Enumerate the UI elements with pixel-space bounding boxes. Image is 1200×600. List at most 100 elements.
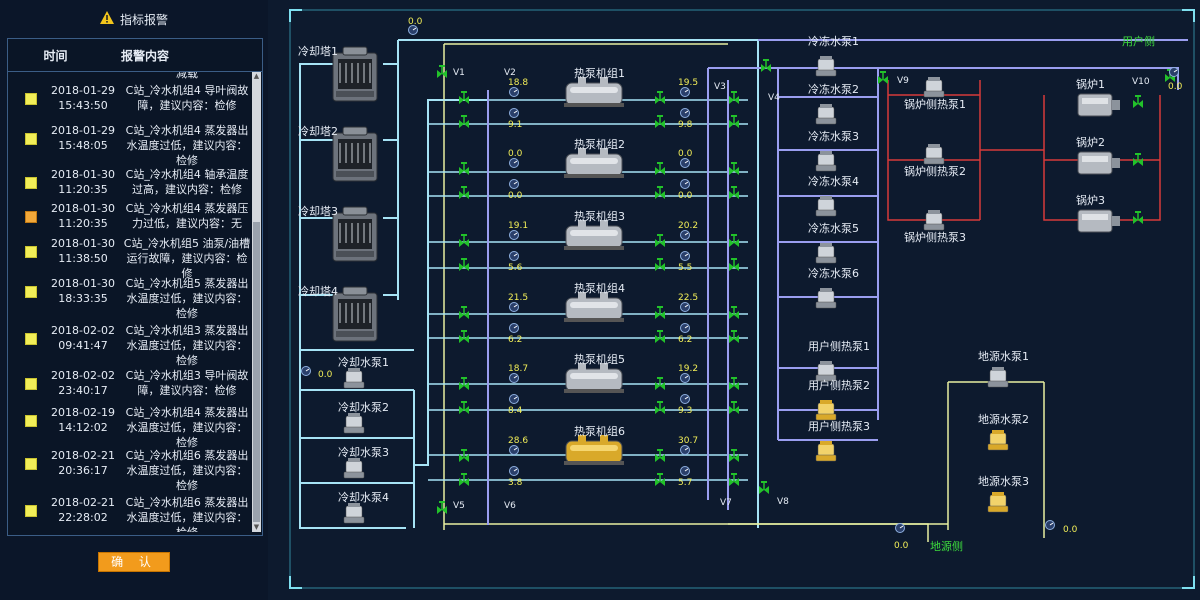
ground-pump-icon[interactable] xyxy=(987,367,1009,388)
outlet-temperature-bottom: 5.7 xyxy=(678,478,693,488)
valve-icon[interactable] xyxy=(729,306,739,319)
valve-icon[interactable] xyxy=(655,91,665,104)
boiler-icon[interactable] xyxy=(1077,151,1120,175)
chilled-pump-icon[interactable] xyxy=(815,56,837,77)
valve-icon[interactable] xyxy=(655,401,665,414)
boiler-pump-icon[interactable] xyxy=(923,144,945,165)
valve-icon[interactable] xyxy=(655,473,665,486)
valve-icon[interactable] xyxy=(729,377,739,390)
ground-pump-icon[interactable] xyxy=(987,492,1009,513)
user-heat-pump-icon[interactable] xyxy=(815,441,837,462)
valve-icon[interactable] xyxy=(655,258,665,271)
heat-pump-unit[interactable] xyxy=(564,435,624,465)
valve-icon[interactable] xyxy=(655,377,665,390)
valve-icon[interactable] xyxy=(729,258,739,271)
boiler-icon[interactable] xyxy=(1077,209,1120,233)
valve-icon[interactable] xyxy=(459,91,469,104)
boiler-pump-icon[interactable] xyxy=(923,210,945,231)
valve-icon[interactable] xyxy=(655,306,665,319)
valve-icon[interactable] xyxy=(459,115,469,128)
valve-icon[interactable] xyxy=(729,401,739,414)
chilled-pump-icon[interactable] xyxy=(815,104,837,125)
scroll-up-icon[interactable]: ▲ xyxy=(253,72,260,80)
heat-pump-unit[interactable] xyxy=(564,148,624,178)
valve-icon[interactable] xyxy=(759,481,769,494)
valve-icon[interactable] xyxy=(729,330,739,343)
valve-icon[interactable] xyxy=(729,162,739,175)
heat-pump-unit[interactable] xyxy=(564,77,624,107)
ground-pump-icon[interactable] xyxy=(987,430,1009,451)
valve-icon[interactable] xyxy=(459,449,469,462)
valve-icon[interactable] xyxy=(459,186,469,199)
valve-icon[interactable] xyxy=(459,234,469,247)
alarm-content-line: C站_冷水机组3 导叶阀故 xyxy=(125,369,249,382)
cooling-tower[interactable] xyxy=(332,206,378,262)
user-heat-pump-icon[interactable] xyxy=(815,361,837,382)
valve-icon[interactable] xyxy=(878,71,888,84)
cooling-tower[interactable] xyxy=(332,126,378,182)
cooling-tower[interactable] xyxy=(332,286,378,342)
user-heat-pump-icon[interactable] xyxy=(815,400,837,421)
boiler-icon[interactable] xyxy=(1077,93,1120,117)
chilled-pump-icon[interactable] xyxy=(815,288,837,309)
valve-icon[interactable] xyxy=(655,162,665,175)
cooling-pump-icon[interactable] xyxy=(343,413,365,434)
valve-label: V9 xyxy=(897,76,909,86)
chilled-pump-icon[interactable] xyxy=(815,243,837,264)
top-reading: 0.0 xyxy=(408,17,423,27)
valve-icon[interactable] xyxy=(459,162,469,175)
valve-icon[interactable] xyxy=(1133,211,1143,224)
cooling-pump-icon[interactable] xyxy=(343,368,365,389)
valve-icon[interactable] xyxy=(729,473,739,486)
valve-icon[interactable] xyxy=(655,330,665,343)
valve-icon[interactable] xyxy=(761,59,771,72)
valve-icon[interactable] xyxy=(655,449,665,462)
heat-pump-unit[interactable] xyxy=(564,363,624,393)
confirm-button[interactable]: 确 认 xyxy=(98,552,170,572)
valve-icon[interactable] xyxy=(655,234,665,247)
valve-icon[interactable] xyxy=(459,258,469,271)
valve-icon[interactable] xyxy=(729,186,739,199)
chilled-pump-icon[interactable] xyxy=(815,151,837,172)
valve-icon[interactable] xyxy=(459,377,469,390)
scrollbar-thumb[interactable] xyxy=(253,222,260,522)
valve-icon[interactable] xyxy=(437,501,447,514)
alarm-level-indicator xyxy=(25,333,37,345)
scroll-down-icon[interactable]: ▼ xyxy=(253,523,260,531)
valve-icon[interactable] xyxy=(729,115,739,128)
alarm-content-line: 检修 xyxy=(176,154,198,167)
valve-icon[interactable] xyxy=(459,473,469,486)
cooling-tower[interactable] xyxy=(332,46,378,102)
valve-icon[interactable] xyxy=(655,115,665,128)
valve-icon[interactable] xyxy=(729,234,739,247)
valve-icon[interactable] xyxy=(729,91,739,104)
valve-icon[interactable] xyxy=(459,306,469,319)
valve-icon[interactable] xyxy=(655,186,665,199)
valve-icon[interactable] xyxy=(1133,153,1143,166)
boiler-pump-icon[interactable] xyxy=(923,77,945,98)
alarm-date: 2018-01-30 xyxy=(51,202,115,215)
alarm-scrollbar[interactable]: ▲ ▼ xyxy=(252,72,261,532)
cooling-pump-icon[interactable] xyxy=(343,458,365,479)
heat-pump-unit[interactable] xyxy=(564,220,624,250)
valve-icon[interactable] xyxy=(437,65,447,78)
cooling-pump-icon[interactable] xyxy=(343,503,365,524)
valve-icon[interactable] xyxy=(459,330,469,343)
valve-icon[interactable] xyxy=(1133,95,1143,108)
valve-icon[interactable] xyxy=(729,449,739,462)
alarm-content-line: C站_冷水机组6 蒸发器出 xyxy=(125,496,249,509)
valve-icon[interactable] xyxy=(459,401,469,414)
heat-pump-unit[interactable] xyxy=(564,292,624,322)
chilled-pump-icon[interactable] xyxy=(815,196,837,217)
